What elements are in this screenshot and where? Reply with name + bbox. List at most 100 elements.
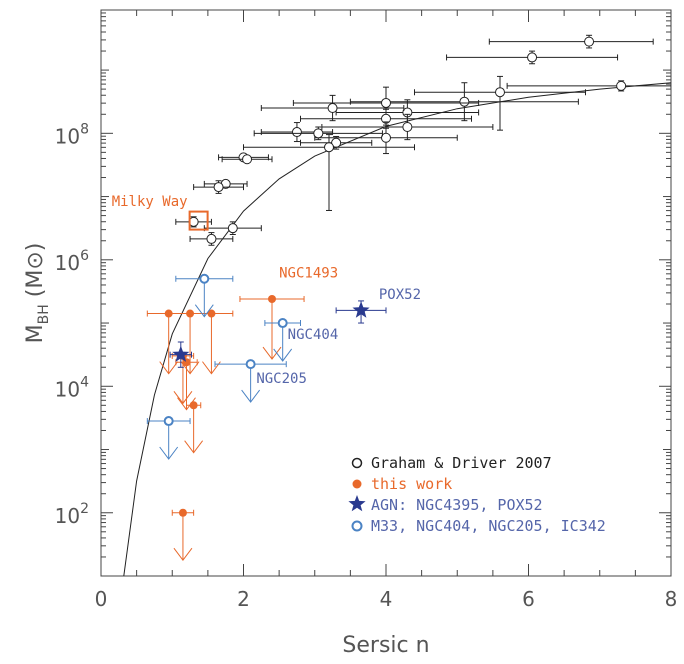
- x-tick-label: 2: [237, 587, 250, 611]
- data-point: [189, 232, 234, 246]
- open-circle-marker: [313, 128, 324, 139]
- x-tick-label: 0: [95, 587, 108, 611]
- open-circle-marker: [402, 121, 413, 132]
- filled-circle-marker: [189, 401, 198, 410]
- upper-limit-arrowhead: [202, 361, 221, 375]
- upper-limit-arrowhead: [173, 547, 193, 562]
- data-point: [264, 318, 301, 362]
- legend-label: this work: [371, 475, 452, 493]
- data-point: [175, 216, 212, 228]
- open-circle-marker: [459, 96, 470, 107]
- data-point: [292, 86, 480, 126]
- upper-limit-arrowhead: [194, 304, 214, 318]
- upper-limit-arrowhead: [159, 446, 179, 460]
- legend-label: Graham & Driver 2007: [371, 454, 552, 472]
- data-point: [184, 401, 204, 454]
- open-circle-marker: [227, 223, 238, 234]
- data-point: [321, 113, 494, 141]
- annotation-label: Milky Way: [112, 194, 188, 210]
- y-tick-label: 108: [55, 121, 89, 148]
- data-point: [214, 359, 287, 403]
- x-axis-label: Sersic n: [342, 633, 429, 658]
- annotation-label: NGC404: [288, 327, 339, 343]
- data-point: [175, 273, 234, 318]
- open-circle-marker: [206, 233, 217, 244]
- upper-limit-arrowhead: [241, 389, 261, 403]
- annotation-label: NGC205: [256, 371, 307, 387]
- y-axis-label-unit: (M⊙): [23, 243, 48, 298]
- open-circle-marker: [495, 87, 505, 98]
- data-point: [193, 180, 244, 194]
- upper-limit-arrowhead: [262, 346, 282, 360]
- data-point: [189, 309, 234, 375]
- y-axis-label-main: M: [23, 324, 48, 343]
- upper-limit-arrowhead: [159, 361, 179, 375]
- data-point: [203, 221, 262, 236]
- y-tick-label: 106: [55, 248, 89, 275]
- data-point: [446, 50, 619, 65]
- filled-circle-marker: [178, 508, 187, 517]
- open-circle-marker: [324, 142, 334, 153]
- data-point: [414, 75, 586, 131]
- open-circle-marker: [616, 80, 627, 91]
- upper-limit-arrowhead: [180, 361, 200, 375]
- legend-marker: [351, 457, 363, 469]
- open-circle-marker: [277, 318, 288, 329]
- data-point: [506, 80, 671, 92]
- legend-item: Graham & Driver 2007: [351, 454, 552, 472]
- x-tick-label: 8: [665, 587, 678, 611]
- open-circle-marker: [213, 182, 224, 193]
- upper-limit-arrowhead: [273, 348, 293, 362]
- x-tick-label: 4: [380, 587, 393, 611]
- data-point: [335, 300, 387, 324]
- legend-label: AGN: NGC4395, POX52: [371, 496, 543, 514]
- open-circle-marker: [163, 416, 174, 427]
- data-point: [488, 34, 654, 49]
- open-circle-marker: [327, 103, 338, 114]
- upper-limit-arrowhead: [184, 440, 204, 454]
- x-tick-label: 6: [522, 587, 535, 611]
- star-marker: [352, 301, 370, 318]
- data-point: [300, 135, 373, 150]
- open-circle-marker: [245, 359, 256, 370]
- data-point: [221, 154, 273, 165]
- open-circle-marker: [291, 127, 302, 138]
- relation-curve: [123, 82, 671, 576]
- milky-way-box: [188, 210, 209, 231]
- data-point: [171, 508, 195, 562]
- annotation-label: POX52: [379, 287, 421, 303]
- filled-circle-marker: [268, 295, 276, 304]
- series-1: [175, 34, 671, 246]
- y-axis-label-sub: BH: [36, 304, 52, 324]
- svg-text:MBH (M⊙): MBH (M⊙): [23, 243, 52, 344]
- data-point: [243, 134, 415, 211]
- data-point: [169, 341, 192, 368]
- legend-item: M33, NGC404, NGC205, IC342: [351, 517, 606, 535]
- y-tick-label: 104: [55, 374, 89, 401]
- data-point: [253, 126, 383, 141]
- star-marker: [172, 345, 190, 362]
- legend-item: this work: [352, 475, 452, 493]
- data-point: [314, 121, 458, 155]
- y-axis-label: MBH (M⊙): [23, 243, 52, 344]
- open-circle-marker: [199, 273, 210, 284]
- series-4: [146, 273, 301, 460]
- legend-marker: [351, 520, 363, 532]
- open-circle-marker: [242, 154, 253, 165]
- open-circle-marker: [381, 97, 391, 108]
- open-circle-marker: [527, 52, 538, 63]
- star-marker: [348, 495, 366, 512]
- relation-curve-layer: [123, 82, 671, 576]
- data-layer: [146, 34, 671, 562]
- series-3: [169, 300, 387, 368]
- open-circle-marker: [584, 36, 595, 47]
- open-circle-marker: [381, 132, 391, 143]
- data-point: [146, 416, 191, 460]
- filled-circle-marker: [207, 309, 216, 318]
- legend-marker: [352, 479, 362, 489]
- legend-label: M33, NGC404, NGC205, IC342: [371, 517, 606, 535]
- upper-limit-arrowhead: [173, 391, 193, 405]
- legend-item: AGN: NGC4395, POX52: [348, 495, 543, 514]
